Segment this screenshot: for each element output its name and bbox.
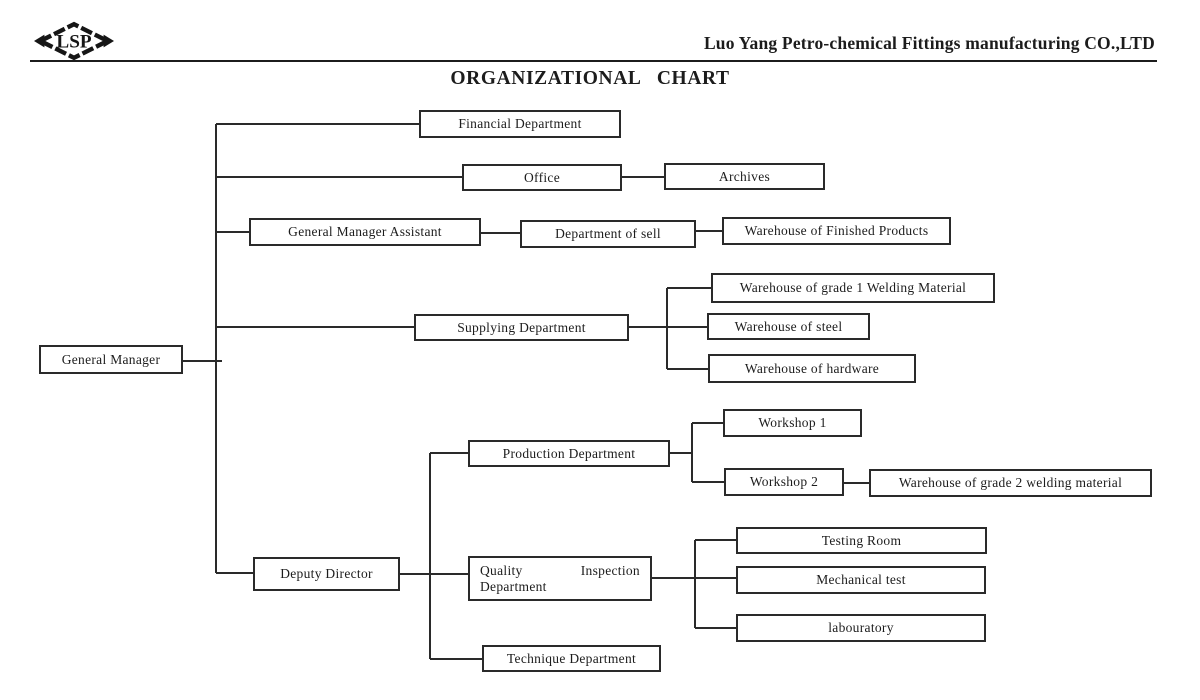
node-label: Mechanical test (816, 572, 906, 588)
node-financial-department: Financial Department (419, 110, 621, 138)
node-label: Warehouse of Finished Products (744, 223, 929, 239)
node-warehouse-of-steel: Warehouse of steel (707, 313, 870, 340)
node-label: Production Department (502, 445, 636, 461)
node-label: Testing Room (821, 532, 902, 548)
node-testing-room: Testing Room (736, 527, 987, 554)
node-archives: Archives (664, 163, 825, 190)
node-label: General Manager (61, 351, 161, 367)
node-label: Financial Department (458, 116, 582, 132)
company-logo-icon: LSP (34, 21, 114, 61)
node-warehouse-finished-products: Warehouse of Finished Products (722, 217, 951, 245)
logo-text: LSP (56, 31, 91, 52)
node-label-line2: Department (480, 578, 547, 594)
node-deputy-director: Deputy Director (253, 557, 400, 591)
node-quality-inspection-department: Quality Inspection Department (468, 556, 652, 601)
node-production-department: Production Department (468, 440, 670, 467)
node-label: labouratory (828, 620, 894, 636)
node-supplying-department: Supplying Department (414, 314, 629, 341)
node-workshop-1: Workshop 1 (723, 409, 862, 437)
node-general-manager-assistant: General Manager Assistant (249, 218, 481, 246)
node-label: Supplying Department (457, 319, 586, 335)
node-label: Workshop 2 (749, 474, 819, 490)
node-label-part: Inspection (580, 562, 640, 578)
node-label: Deputy Director (280, 566, 373, 582)
node-warehouse-grade1-welding: Warehouse of grade 1 Welding Material (711, 273, 995, 303)
node-label: Office (523, 169, 561, 185)
node-label: Warehouse of grade 2 welding material (898, 475, 1123, 491)
page-title: ORGANIZATIONAL CHART (450, 68, 730, 89)
node-workshop-2: Workshop 2 (724, 468, 844, 496)
node-technique-department: Technique Department (482, 645, 661, 672)
node-label: General Manager Assistant (288, 224, 442, 240)
node-department-of-sell: Department of sell (520, 220, 696, 248)
node-warehouse-grade2-welding: Warehouse of grade 2 welding material (869, 469, 1152, 497)
node-mechanical-test: Mechanical test (736, 566, 986, 594)
node-label-part: Quality (480, 562, 523, 578)
node-labouratory: labouratory (736, 614, 986, 642)
node-office: Office (462, 164, 622, 191)
node-label: Workshop 1 (758, 415, 827, 431)
node-warehouse-of-hardware: Warehouse of hardware (708, 354, 916, 383)
node-label: Department of sell (555, 226, 661, 242)
node-label-line1: Quality Inspection (480, 563, 640, 579)
node-label: Archives (718, 168, 771, 184)
node-general-manager: General Manager (39, 345, 183, 374)
node-label: Warehouse of hardware (744, 360, 880, 376)
node-label: Warehouse of steel (734, 318, 843, 334)
node-label: Technique Department (506, 650, 637, 666)
header-rule (30, 60, 1157, 62)
node-label: Warehouse of grade 1 Welding Material (739, 280, 967, 296)
company-name: Luo Yang Petro-chemical Fittings manufac… (703, 33, 1155, 53)
